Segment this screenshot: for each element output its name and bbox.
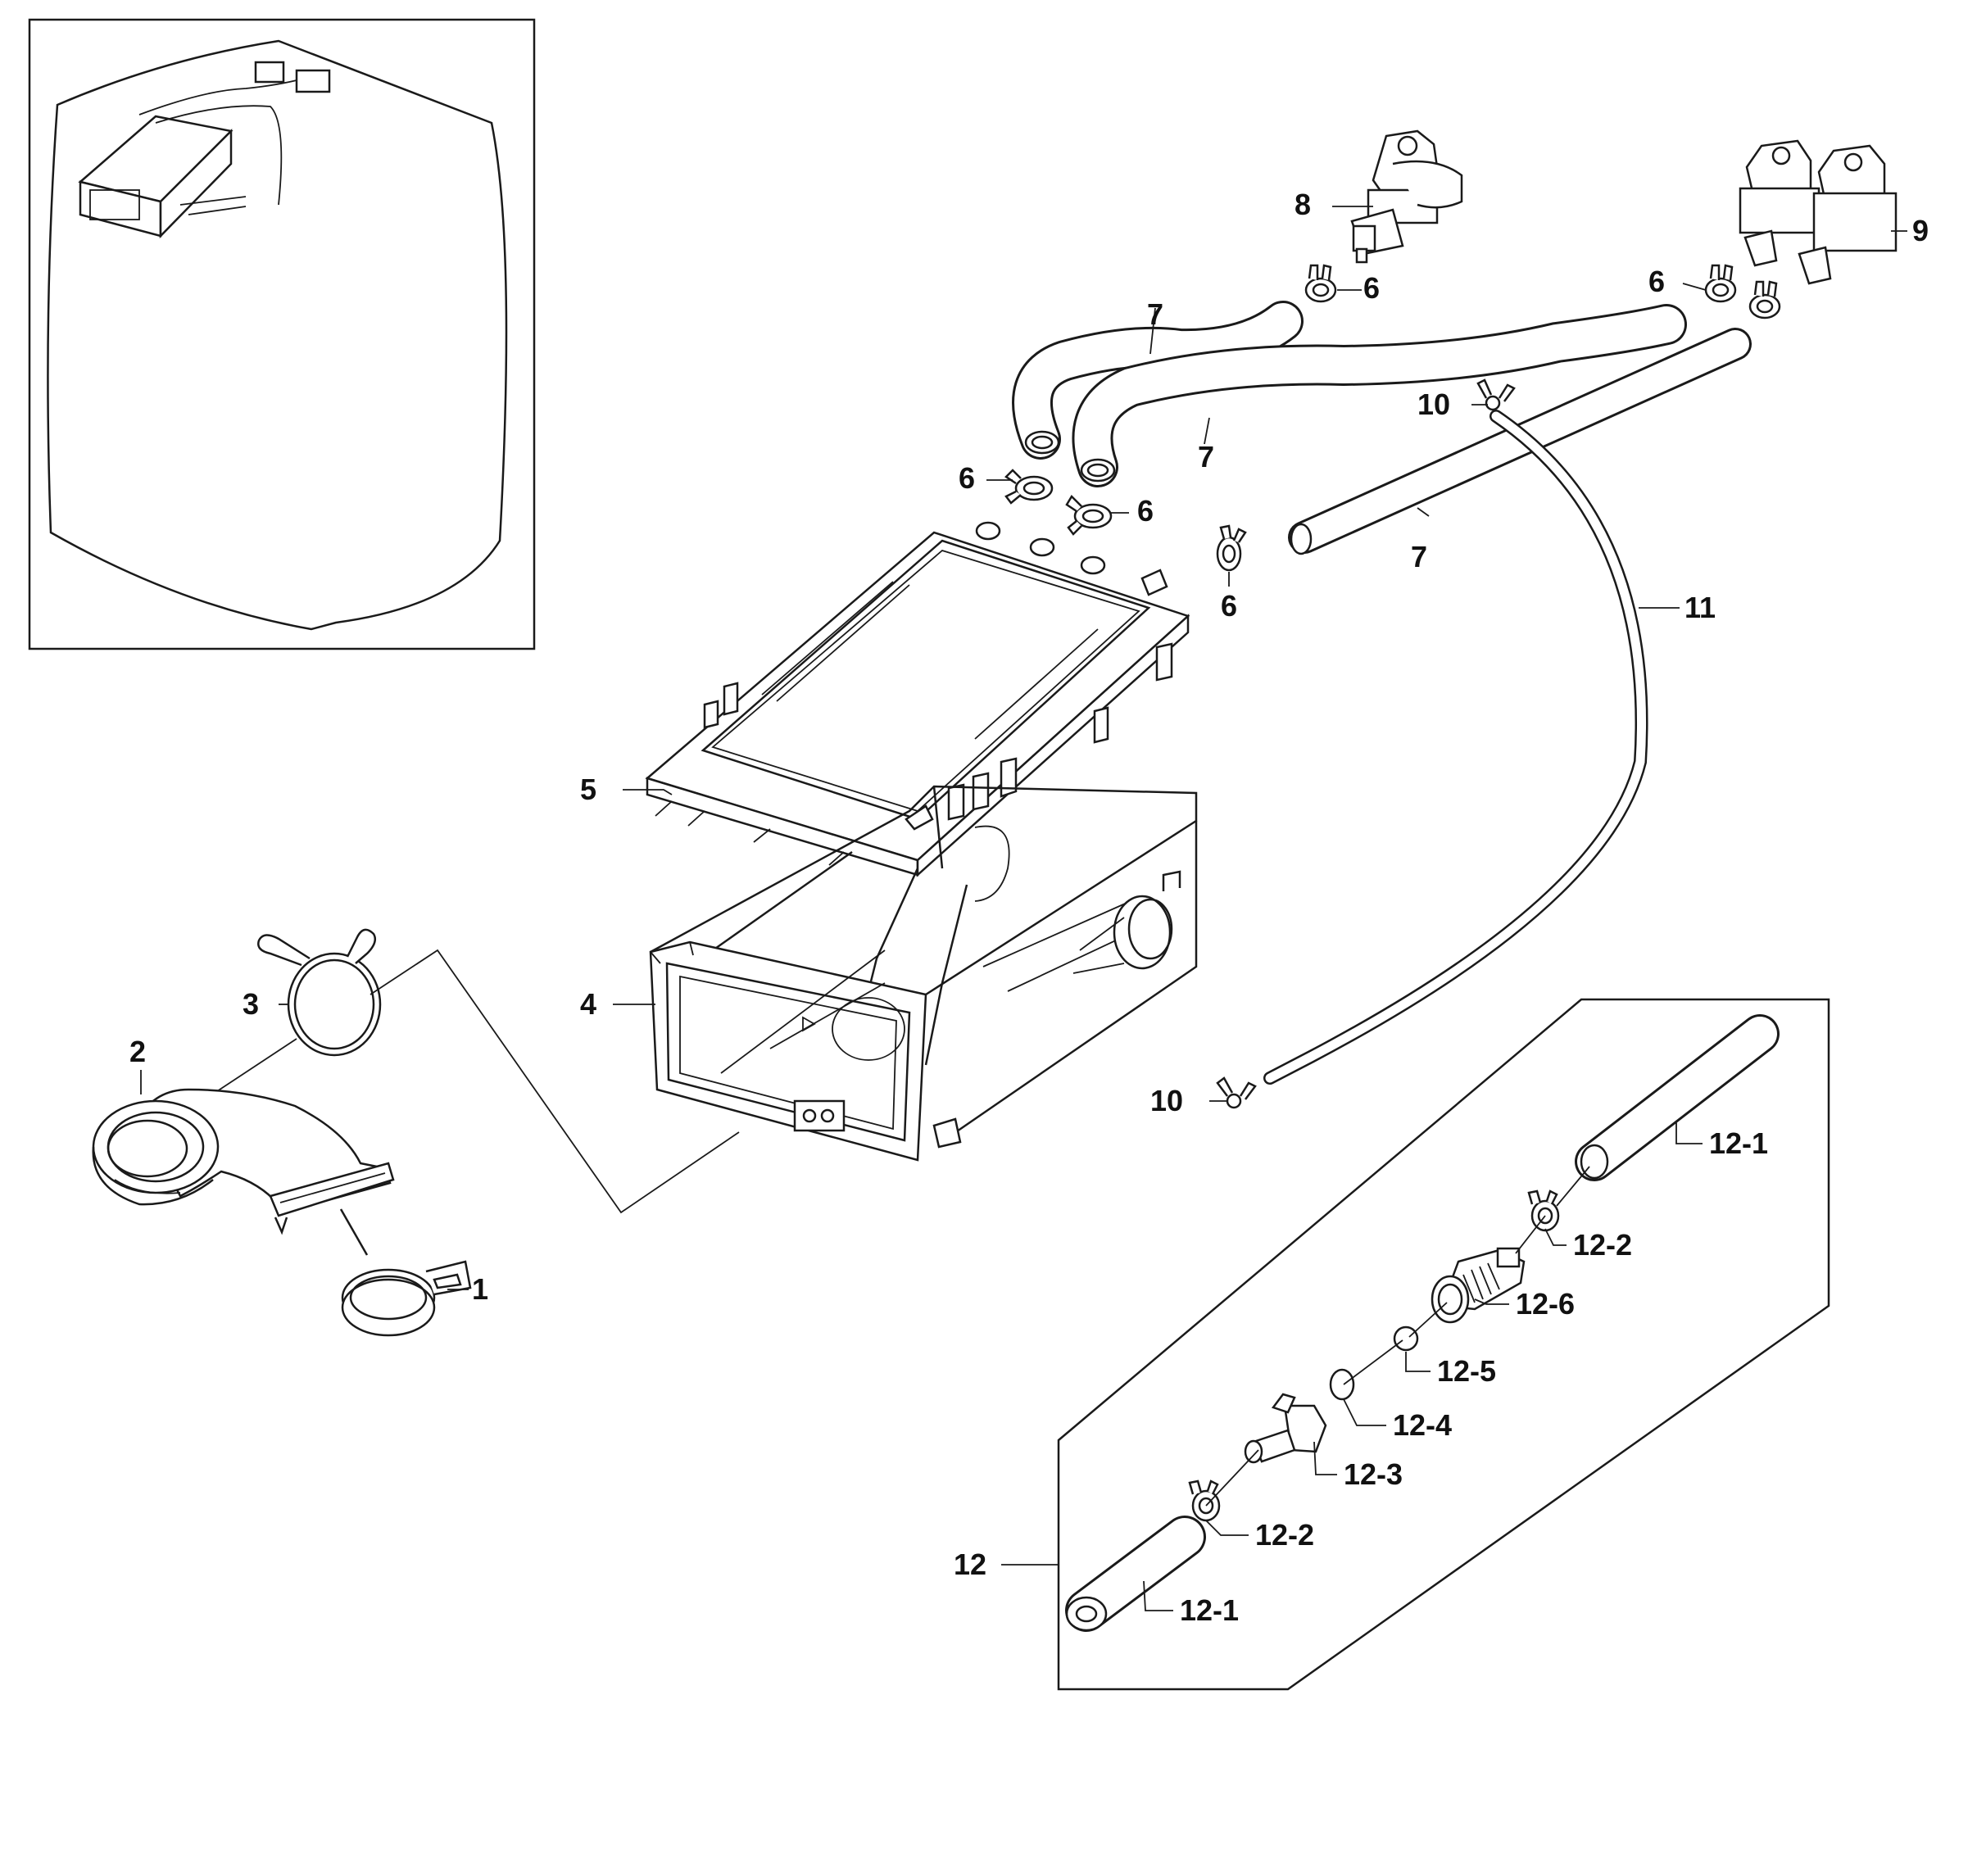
location-inset xyxy=(28,18,536,650)
callout-5: 5 xyxy=(580,773,596,806)
part-6-clamp-top-center xyxy=(1304,264,1337,303)
inset-cabinet-outline xyxy=(47,39,508,631)
callout-12-1-lower: 12-1 xyxy=(1180,1593,1239,1627)
callout-12-2-lower: 12-2 xyxy=(1255,1518,1314,1552)
part-2-bellows-elbow xyxy=(92,1088,395,1235)
part-3-spring-clamp xyxy=(257,928,382,1057)
part-6-clamp-top-right-a xyxy=(1704,264,1737,303)
callout-7-left: 7 xyxy=(1147,297,1163,331)
callout-2: 2 xyxy=(129,1035,146,1068)
callout-6-mid: 6 xyxy=(1137,494,1154,528)
callout-10-top: 10 xyxy=(1417,387,1450,421)
callout-12-2-upper: 12-2 xyxy=(1573,1228,1632,1262)
part-7-hose-left xyxy=(1012,301,1304,460)
part-11-tube xyxy=(1263,410,1648,1085)
callout-6-top-right: 6 xyxy=(1648,265,1665,298)
callout-6-top-center: 6 xyxy=(1363,271,1380,305)
callout-labels: 1 2 3 4 5 6 6 6 6 6 7 7 7 8 9 10 10 11 1… xyxy=(129,188,1929,1627)
callout-12-6: 12-6 xyxy=(1516,1287,1575,1321)
part-4-dispenser-housing xyxy=(649,785,1198,1162)
part-6-clamp-mid xyxy=(1065,494,1113,536)
callout-8: 8 xyxy=(1295,188,1311,221)
callout-12-5: 12-5 xyxy=(1437,1354,1496,1388)
callout-12-1-upper: 12-1 xyxy=(1709,1126,1768,1160)
callout-10-bottom: 10 xyxy=(1150,1084,1183,1117)
part-12-kit-contents xyxy=(1065,1014,1780,1632)
part-6-clamp-left xyxy=(1004,469,1054,505)
part-8-water-valve xyxy=(1350,129,1463,264)
callout-11: 11 xyxy=(1684,591,1716,624)
callout-12-4: 12-4 xyxy=(1393,1408,1452,1442)
part-6-clamp-top-right-b xyxy=(1748,280,1781,319)
callout-6-left: 6 xyxy=(959,461,975,495)
part-9-double-water-valve xyxy=(1739,139,1898,285)
part-5-dispenser-cover xyxy=(645,521,1190,877)
inset-dispenser-thumbnail xyxy=(78,61,331,239)
callout-12: 12 xyxy=(954,1547,986,1581)
callout-1: 1 xyxy=(472,1272,488,1306)
part-6-clamp-right xyxy=(1216,524,1247,572)
callout-7-long: 7 xyxy=(1198,440,1214,474)
part-10-clip-bottom xyxy=(1216,1076,1257,1109)
part-7-hose-long xyxy=(1072,304,1687,487)
callout-7-straight: 7 xyxy=(1411,540,1427,573)
callout-12-3: 12-3 xyxy=(1344,1457,1403,1491)
callout-9: 9 xyxy=(1912,214,1929,247)
part-10-clip-top xyxy=(1476,378,1516,411)
part-1-band-clamp xyxy=(339,1208,472,1337)
callout-3: 3 xyxy=(243,987,259,1021)
part-12-kit-frame xyxy=(1057,998,1830,1691)
callout-6-right: 6 xyxy=(1221,589,1237,623)
callout-4: 4 xyxy=(580,987,596,1021)
callout-leaders xyxy=(140,206,1907,1611)
